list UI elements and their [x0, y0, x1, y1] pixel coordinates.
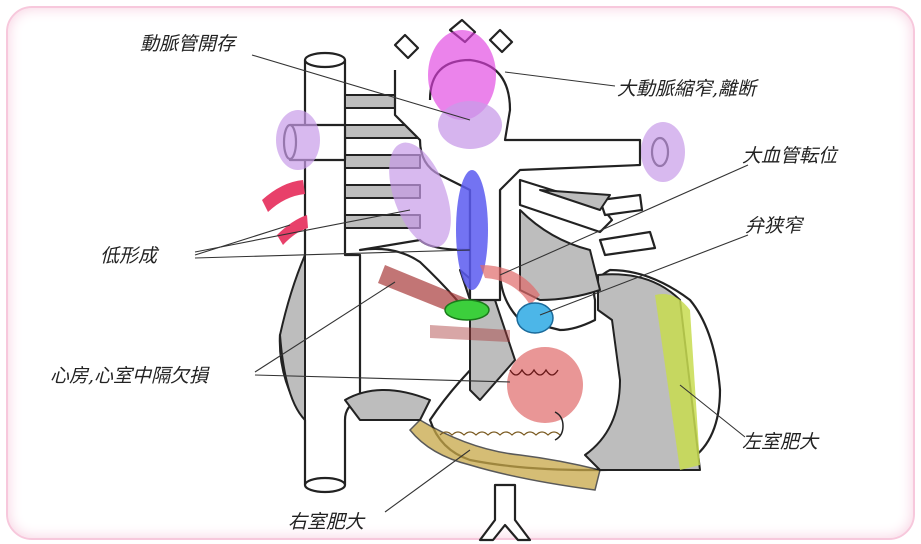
hypoplasia-pink-vessel-1 [262, 180, 305, 212]
label-coarctation: 大動脈縮窄,離断 [617, 78, 759, 100]
hypoplasia-pink-vessel-2 [277, 215, 308, 245]
label-lv-hypertrophy: 左室肥大 [742, 431, 820, 453]
label-ductus: 動脈管開存 [140, 33, 238, 55]
valve-cyan [517, 303, 553, 333]
label-hypoplasia: 低形成 [100, 245, 160, 267]
descending-aorta [480, 485, 530, 540]
label-rv-hypertrophy: 右室肥大 [288, 511, 366, 533]
label-transposition: 大血管転位 [742, 145, 839, 167]
hypoplasia-right-region [641, 122, 685, 182]
hypoplasia-left-region [276, 110, 320, 170]
valve-green [445, 300, 489, 320]
label-septal-defect: 心房,心室中隔欠損 [50, 365, 210, 387]
ductus-region [438, 101, 502, 149]
label-valve-stenosis: 弁狭窄 [745, 215, 805, 237]
septal-defect-region [507, 347, 583, 423]
